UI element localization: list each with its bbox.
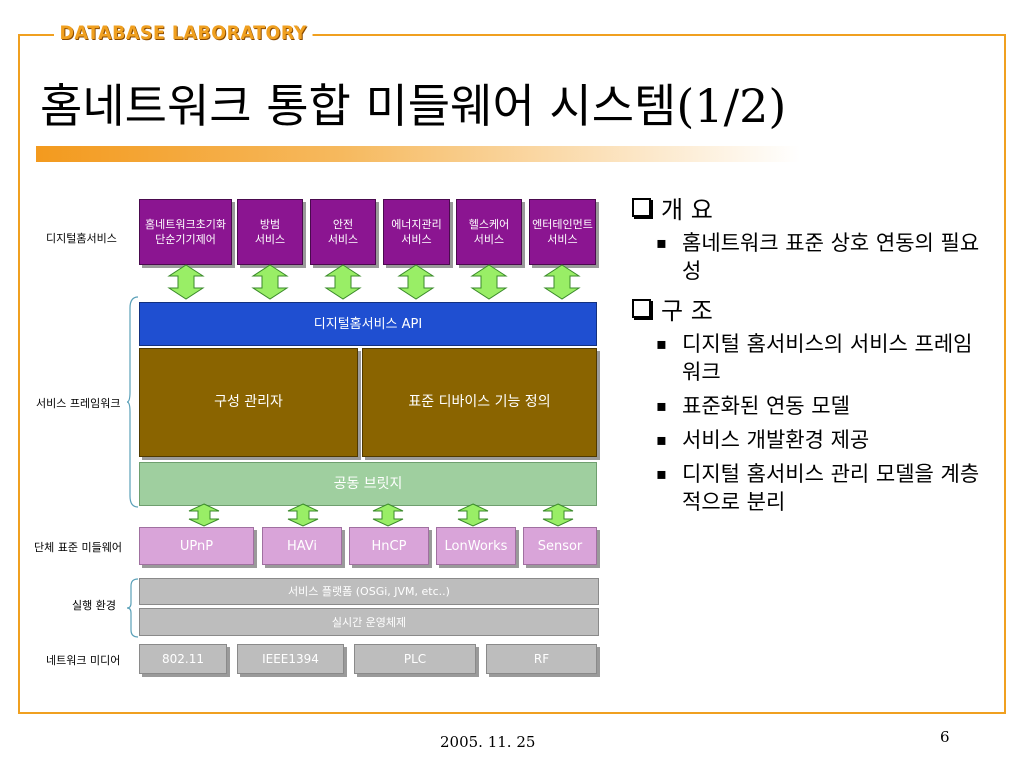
slide-title: 홈네트워크 통합 미들웨어 시스템(1/2): [40, 70, 786, 136]
api-label: 디지털홈서비스 API: [313, 316, 423, 332]
middleware-box-upnp: UPnP: [139, 527, 254, 565]
service-label: 엔터테인먼트 서비스: [532, 218, 593, 246]
lab-logo: DATABASE LABORATORY: [54, 22, 313, 44]
rtos-bar: 실시간 운영체제: [139, 608, 599, 636]
media-label: IEEE1394: [262, 651, 319, 666]
middleware-label: LonWorks: [444, 538, 508, 554]
list-item: 서비스 개발환경 제공: [656, 426, 990, 454]
double-arrow-icon: [251, 264, 289, 300]
media-box-rf: RF: [486, 644, 597, 674]
config-manager-box: 구성 관리자: [139, 348, 358, 457]
layer-label-digital: 디지털홈서비스: [46, 232, 117, 245]
media-box-80211: 802.11: [139, 644, 227, 674]
service-box-health: 헬스케어 서비스: [456, 199, 522, 265]
list-item: 디지털 홈서비스 관리 모델을 계층적으로 분리: [656, 460, 990, 516]
list-item: 홈네트워크 표준 상호 연동의 필요성: [656, 229, 990, 285]
framework-brace: [126, 296, 139, 508]
layer-label-framework: 서비스 프레임워크: [36, 397, 121, 410]
runtime-brace: [126, 578, 139, 638]
media-label: PLC: [403, 651, 427, 666]
service-label: 홈네트워크초기화 단순기기제어: [145, 218, 226, 246]
platform-label: 서비스 플랫폼 (OSGi, JVM, etc..): [288, 585, 450, 598]
service-label: 방범 서비스: [254, 218, 286, 246]
common-bridge-bar: 공동 브릿지: [139, 462, 597, 506]
digital-home-api-bar: 디지털홈서비스 API: [139, 302, 597, 346]
title-underline-bar: [36, 146, 800, 162]
footer-date: 2005. 11. 25: [440, 733, 536, 751]
middleware-label: UPnP: [179, 538, 214, 554]
title-paren: (1/2): [676, 79, 787, 133]
device-definition-label: 표준 디바이스 기능 정의: [408, 394, 551, 410]
double-arrow-icon: [287, 503, 319, 527]
double-arrow-icon: [397, 264, 435, 300]
middleware-label: Sensor: [537, 538, 583, 554]
media-label: 802.11: [162, 651, 204, 666]
device-definition-box: 표준 디바이스 기능 정의: [362, 348, 597, 457]
media-label: RF: [533, 651, 550, 666]
service-box-init: 홈네트워크초기화 단순기기제어: [139, 199, 232, 265]
double-arrow-icon: [457, 503, 489, 527]
overview-items: 홈네트워크 표준 상호 연동의 필요성: [630, 229, 990, 285]
double-arrow-icon: [324, 264, 362, 300]
service-platform-bar: 서비스 플랫폼 (OSGi, JVM, etc..): [139, 578, 599, 605]
section-heading-overview: 개 요: [630, 190, 990, 225]
middleware-box-hncp: HnCP: [349, 527, 429, 565]
bullet-list: 개 요 홈네트워크 표준 상호 연동의 필요성 구 조 디지털 홈서비스의 서비…: [630, 190, 990, 522]
middleware-box-havi: HAVi: [262, 527, 342, 565]
config-manager-label: 구성 관리자: [214, 394, 283, 410]
section-heading-text: 개 요: [661, 196, 713, 224]
double-arrow-icon: [470, 264, 508, 300]
service-box-safety: 안전 서비스: [310, 199, 376, 265]
service-label: 헬스케어 서비스: [468, 218, 510, 246]
middleware-box-lonworks: LonWorks: [436, 527, 516, 565]
service-label: 에너지관리 서비스: [391, 218, 442, 246]
section-heading-structure: 구 조: [630, 291, 990, 326]
rtos-label: 실시간 운영체제: [331, 615, 407, 629]
middleware-box-sensor: Sensor: [523, 527, 597, 565]
bridge-label: 공동 브릿지: [333, 475, 403, 492]
double-arrow-icon: [167, 264, 205, 300]
middleware-label: HnCP: [371, 538, 407, 554]
checkbox-bullet-icon: [632, 299, 651, 318]
layer-label-middleware: 단체 표준 미들웨어: [34, 541, 122, 554]
media-box-plc: PLC: [354, 644, 476, 674]
double-arrow-icon: [542, 503, 574, 527]
service-box-security: 방범 서비스: [237, 199, 303, 265]
double-arrow-icon: [188, 503, 220, 527]
middleware-label: HAVi: [286, 538, 318, 554]
service-label: 안전 서비스: [327, 218, 359, 246]
media-box-ieee1394: IEEE1394: [237, 644, 344, 674]
structure-items: 디지털 홈서비스의 서비스 프레임워크 표준화된 연동 모델 서비스 개발환경 …: [630, 330, 990, 516]
list-item: 표준화된 연동 모델: [656, 392, 990, 420]
page-number: 6: [940, 728, 950, 746]
section-heading-text: 구 조: [661, 297, 713, 325]
layer-label-runtime: 실행 환경: [72, 599, 116, 612]
service-box-entertainment: 엔터테인먼트 서비스: [529, 199, 596, 265]
double-arrow-icon: [543, 264, 581, 300]
checkbox-bullet-icon: [632, 198, 651, 217]
service-box-energy: 에너지관리 서비스: [383, 199, 450, 265]
slide-frame: [18, 34, 1006, 714]
list-item: 디지털 홈서비스의 서비스 프레임워크: [656, 330, 990, 386]
layer-label-media: 네트워크 미디어: [46, 654, 121, 667]
title-main: 홈네트워크 통합 미들웨어 시스템: [40, 79, 677, 133]
double-arrow-icon: [372, 503, 404, 527]
